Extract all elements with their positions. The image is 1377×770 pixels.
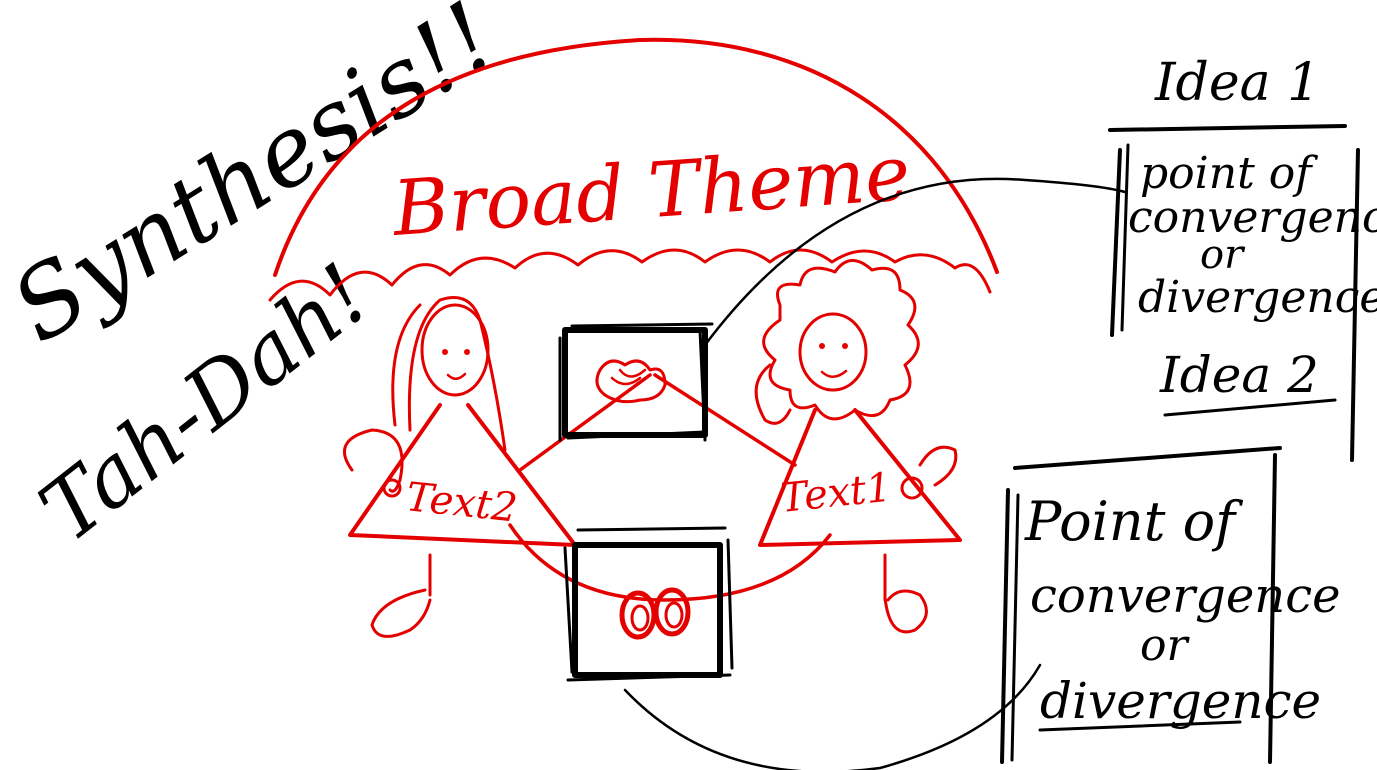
text2-figure: [342, 296, 577, 638]
bottom-box-line1: Point of: [1024, 490, 1243, 553]
connection-lines: [508, 373, 832, 602]
broad-theme-label: Broad Theme: [388, 128, 913, 253]
eyes-frame: [563, 526, 734, 682]
bottom-note-box: Point of convergence or divergence: [1000, 446, 1341, 764]
top-box-line4: divergence: [1138, 272, 1377, 323]
bottom-box-line3: or: [1140, 620, 1190, 671]
top-note-box: point of convergence or divergence: [1108, 124, 1377, 462]
handshake-icon: [595, 359, 667, 404]
bottom-box-line4: divergence: [1040, 672, 1321, 730]
top-box-line3: or: [1200, 232, 1246, 278]
idea2-label: Idea 2: [1159, 346, 1319, 404]
idea1-label: Idea 1: [1154, 53, 1320, 113]
eyes-icon: [619, 587, 691, 640]
handshake-frame: [558, 322, 714, 442]
top-box-line2: convergence: [1128, 192, 1377, 243]
top-box-line1: point of: [1140, 148, 1318, 199]
bottom-box-line2: convergence: [1030, 568, 1341, 624]
text2-label: Text2: [404, 474, 520, 531]
text1-label: Text1: [778, 465, 894, 522]
text1-figure: [754, 259, 962, 634]
umbrella-arc: [268, 37, 999, 302]
